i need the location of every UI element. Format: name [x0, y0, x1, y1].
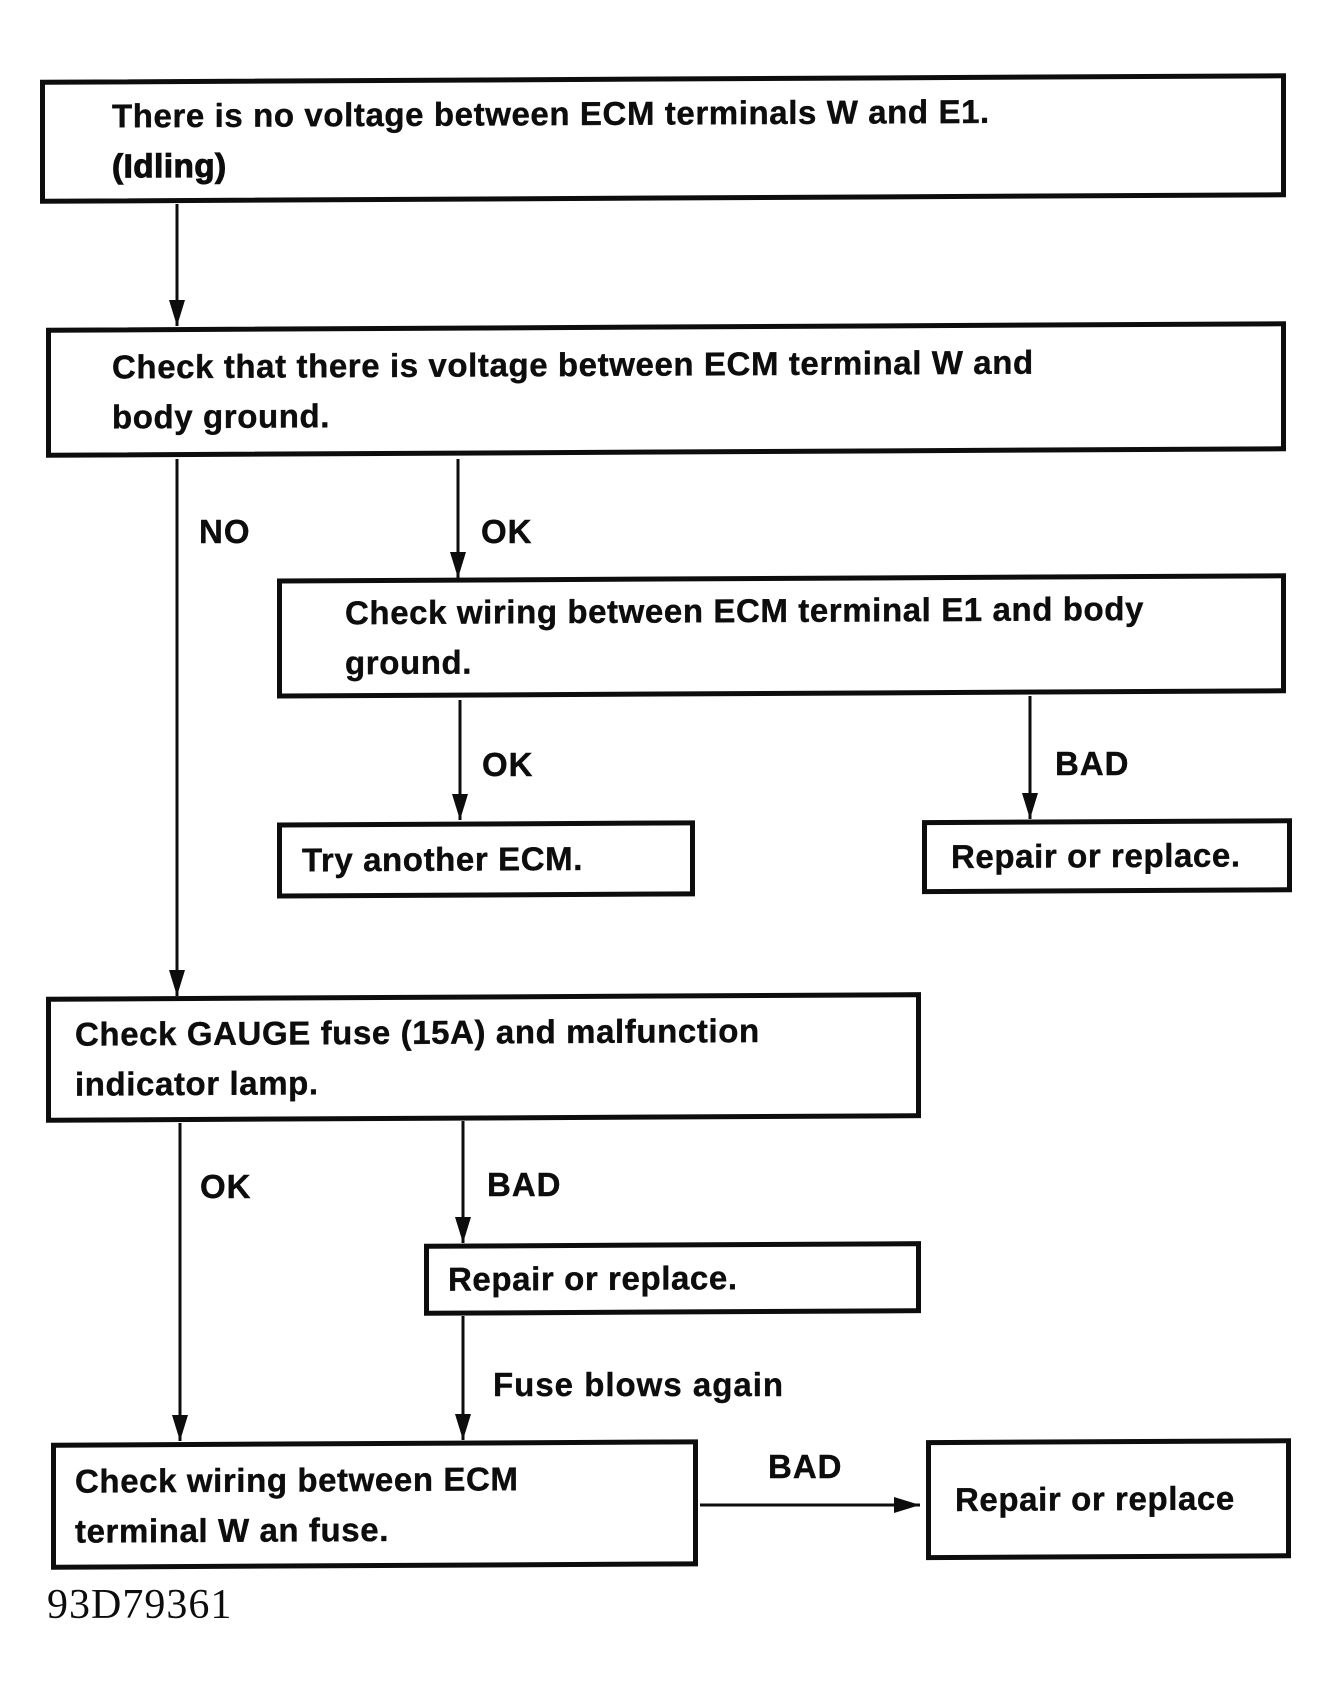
edge-label-no: NO — [199, 513, 251, 550]
edge-label-ok-3: OK — [200, 1168, 252, 1205]
edge-label-bad-2: BAD — [487, 1166, 562, 1203]
edge-label-bad-1: BAD — [1055, 745, 1130, 782]
edge-label-bad-3: BAD — [768, 1448, 843, 1485]
edge-label-fuse-blows-again: Fuse blows again — [493, 1366, 785, 1403]
edge-label-ok-1: OK — [481, 513, 533, 550]
figure-code: 93D79361 — [47, 1582, 233, 1628]
edge-label-ok-2: OK — [482, 746, 534, 783]
